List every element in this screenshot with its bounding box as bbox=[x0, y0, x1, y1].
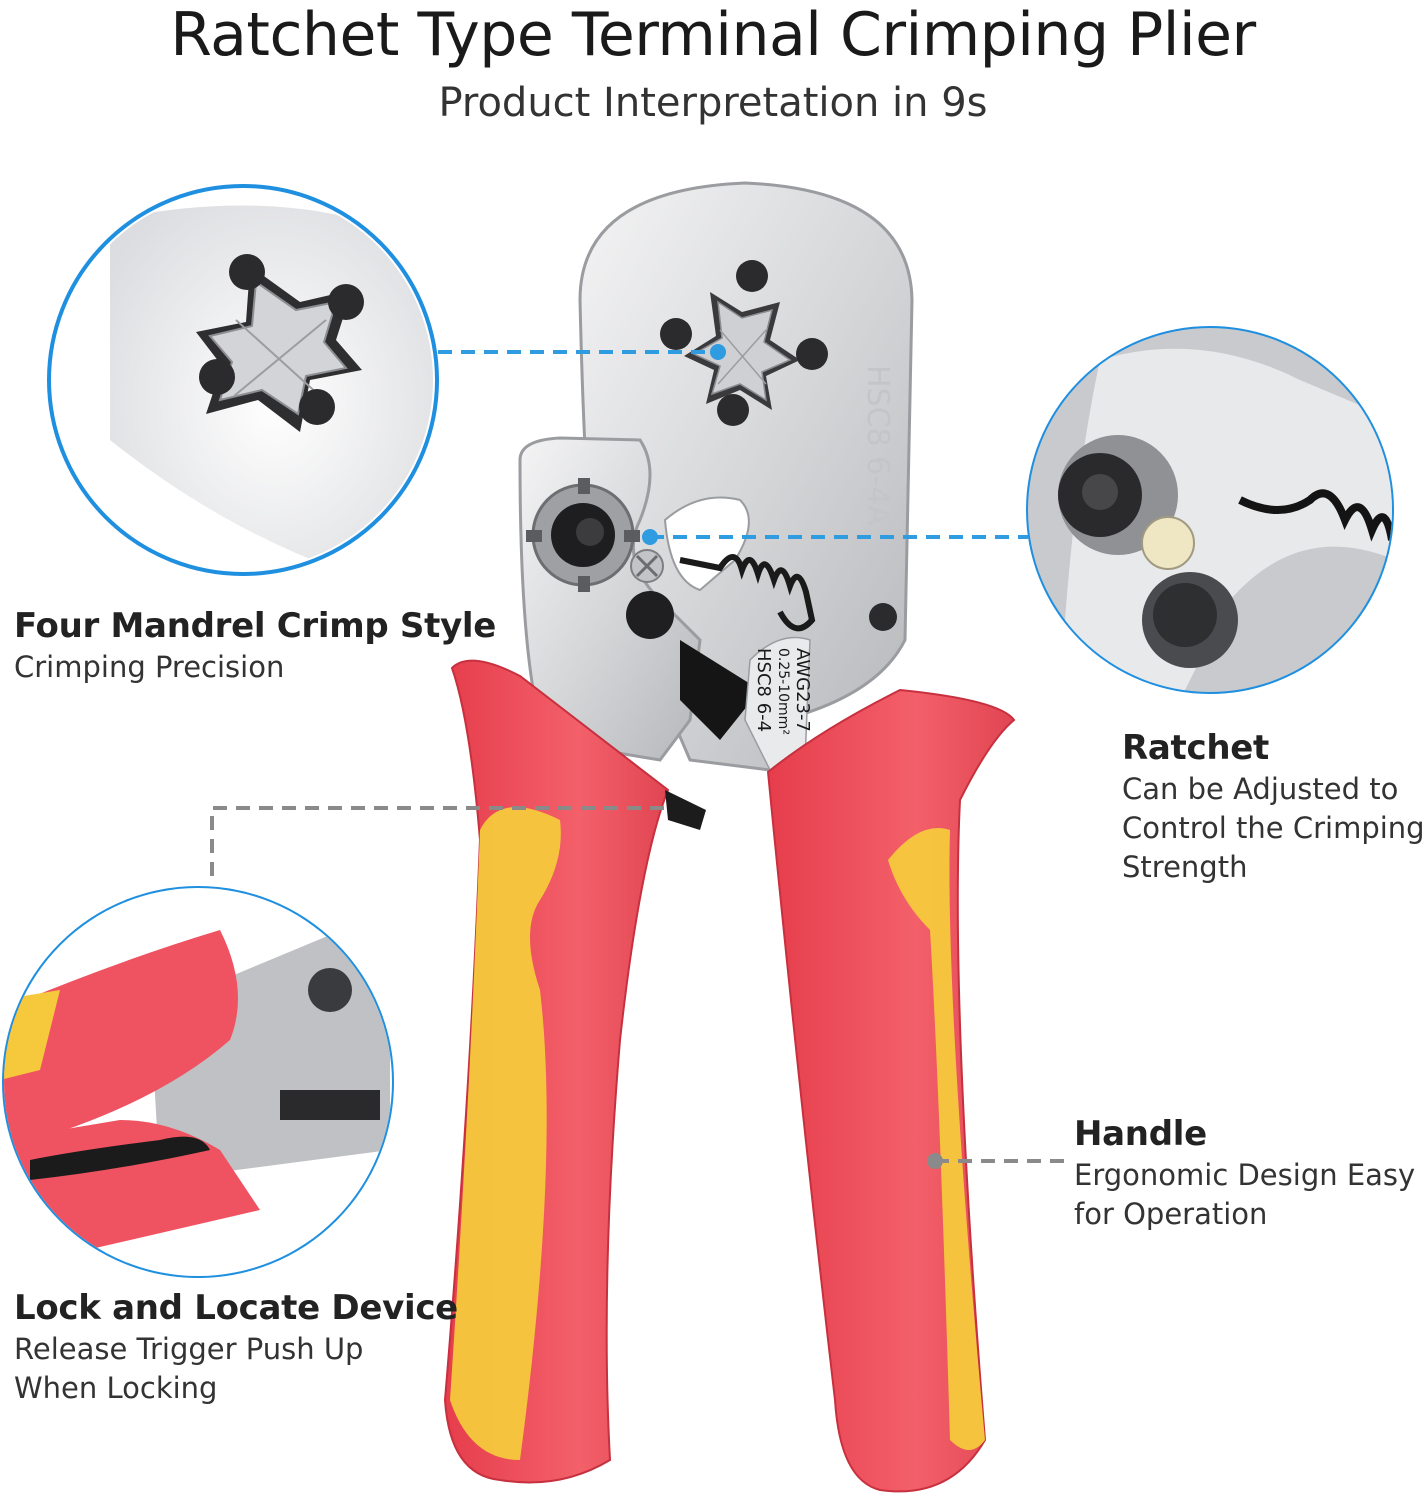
plier-body: HSC8 6-4 0.25-10mm² AWG23-7 bbox=[518, 436, 897, 771]
callout-handle-desc-2: for Operation bbox=[1074, 1197, 1268, 1231]
callout-lock-desc-1: Release Trigger Push Up bbox=[14, 1332, 364, 1366]
callout-mandrel-desc: Crimping Precision bbox=[14, 650, 285, 684]
callout-ratchet-desc-1: Can be Adjusted to bbox=[1122, 772, 1399, 806]
zoom-die bbox=[47, 184, 439, 576]
callout-handle-desc-1: Ergonomic Design Easy bbox=[1074, 1158, 1416, 1192]
zoom-ratchet bbox=[1026, 326, 1394, 694]
callout-lock: Lock and Locate Device Release Trigger P… bbox=[14, 1286, 458, 1408]
head-engraving: HSC8 6-4A bbox=[860, 365, 895, 526]
page-subtitle: Product Interpretation in 9s bbox=[438, 80, 988, 126]
leader-lines bbox=[210, 344, 1064, 1169]
callout-ratchet-title: Ratchet bbox=[1122, 728, 1269, 768]
awg-engraving: AWG23-7 bbox=[792, 648, 813, 732]
callout-ratchet: Ratchet Can be Adjusted to Control the C… bbox=[1122, 726, 1425, 887]
callout-mandrel: Four Mandrel Crimp Style Crimping Precis… bbox=[14, 604, 496, 687]
zoom-lock bbox=[2, 886, 394, 1278]
callout-ratchet-desc-2: Control the Crimping bbox=[1122, 811, 1425, 845]
callout-lock-desc-2: When Locking bbox=[14, 1371, 218, 1405]
left-handle bbox=[443, 659, 706, 1484]
model-engraving: HSC8 6-4 bbox=[753, 648, 774, 732]
callout-handle-title: Handle bbox=[1074, 1114, 1207, 1154]
callout-ratchet-desc-3: Strength bbox=[1122, 850, 1248, 884]
page-title: Ratchet Type Terminal Crimping Plier bbox=[170, 0, 1256, 70]
range-engraving: 0.25-10mm² bbox=[775, 648, 791, 735]
callout-mandrel-title: Four Mandrel Crimp Style bbox=[14, 606, 497, 646]
callout-handle: Handle Ergonomic Design Easy for Operati… bbox=[1074, 1112, 1415, 1234]
right-handle bbox=[766, 688, 1016, 1493]
callout-lock-title: Lock and Locate Device bbox=[14, 1288, 458, 1328]
